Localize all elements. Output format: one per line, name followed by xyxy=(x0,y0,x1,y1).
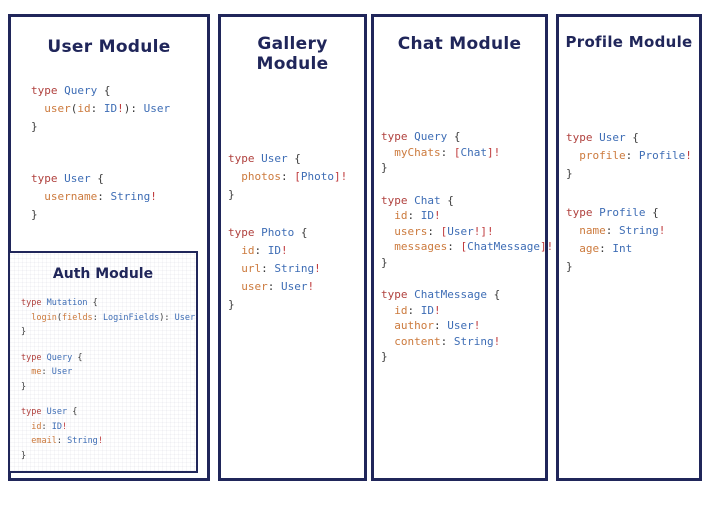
code-line: url: String! xyxy=(241,262,321,275)
code-block: type Profile { name: String! age: Int} xyxy=(566,204,699,276)
code-block: type Photo { id: ID! url: String! user: … xyxy=(228,224,364,314)
code-block: type User { username: String!} xyxy=(31,170,207,224)
user-module-title: User Module xyxy=(47,37,171,57)
code-line: type User { xyxy=(21,407,78,417)
code-line: me: User xyxy=(31,367,73,377)
code-block: type User { profile: Profile!} xyxy=(566,129,699,183)
auth-module-panel: Auth Module type Mutation { login(fields… xyxy=(8,251,198,473)
code-line: } xyxy=(566,260,573,273)
code-line: photos: [Photo]! xyxy=(241,170,348,183)
auth-module-title: Auth Module xyxy=(52,266,154,282)
code-line: } xyxy=(21,327,27,337)
code-line: users: [User!]! xyxy=(394,224,494,238)
code-line: type Query { xyxy=(21,352,83,363)
auth-module-code: type Mutation { login(fields: LoginField… xyxy=(21,296,196,463)
code-line: id: ID! xyxy=(241,244,288,257)
code-line: } xyxy=(228,188,235,201)
code-line: type Query { xyxy=(381,130,461,143)
code-line: messages: [ChatMessage]! xyxy=(394,240,554,253)
gallery-module-panel: Gallery Module type User { photos: [Phot… xyxy=(218,14,367,481)
code-line: myChats: [Chat]! xyxy=(394,145,501,159)
chat-module-panel: Chat Module type Query { myChats: [Chat]… xyxy=(371,14,554,481)
code-line: type ChatMessage { xyxy=(381,288,501,301)
code-block: type Query { me: User} xyxy=(21,351,196,395)
code-line: } xyxy=(31,120,38,133)
code-line: } xyxy=(381,161,388,174)
code-line: type Profile { xyxy=(566,206,659,219)
code-line: } xyxy=(21,450,27,461)
code-line: email: String! xyxy=(31,436,103,446)
code-block: type Chat { id: ID! users: [User!]! mess… xyxy=(381,193,554,271)
code-block: type Mutation { login(fields: LoginField… xyxy=(21,296,196,340)
code-line: user(id: ID!): User xyxy=(44,102,171,115)
gallery-module-title: Gallery Module xyxy=(256,34,329,74)
code-line: username: String! xyxy=(44,190,157,203)
code-line: author: User! xyxy=(394,319,481,332)
profile-module-title: Profile Module xyxy=(565,33,693,51)
code-line: } xyxy=(228,298,235,311)
code-line: } xyxy=(21,381,27,392)
profile-module-code: type User { profile: Profile!}type Profi… xyxy=(566,129,699,276)
code-block: type Query { user(id: ID!): User} xyxy=(31,82,207,136)
code-line: profile: Profile! xyxy=(579,149,692,162)
code-line: } xyxy=(31,208,38,221)
chat-module-title: Chat Module xyxy=(397,34,522,54)
code-block: type User { photos: [Photo]!} xyxy=(228,150,364,204)
code-block: type ChatMessage { id: ID! author: User!… xyxy=(381,287,545,365)
code-line: type Mutation { xyxy=(21,298,98,308)
code-block: type User { id: ID! email: String!} xyxy=(21,405,196,463)
profile-module-panel: Profile Module type User { profile: Prof… xyxy=(556,14,702,481)
code-line: id: ID! xyxy=(394,209,441,222)
gallery-module-code: type User { photos: [Photo]!}type Photo … xyxy=(228,150,364,314)
code-line: } xyxy=(381,350,388,363)
user-module-panel: User Module type Query { user(id: ID!): … xyxy=(8,14,210,481)
code-line: content: String! xyxy=(394,334,501,348)
code-line: } xyxy=(381,255,388,269)
chat-module-code: type Query { myChats: [Chat]!}type Chat … xyxy=(381,129,554,365)
code-line: user: User! xyxy=(241,280,315,293)
user-module-code: type Query { user(id: ID!): User}type Us… xyxy=(31,82,207,224)
code-line: id: ID! xyxy=(31,421,68,432)
code-line: type Query { xyxy=(31,84,111,97)
code-block: type Query { myChats: [Chat]!} xyxy=(381,129,545,176)
code-line: age: Int xyxy=(579,242,633,255)
code-line: id: ID! xyxy=(394,303,441,317)
code-line: type User { xyxy=(228,152,301,165)
code-line: type User { xyxy=(566,131,639,144)
code-line: type Photo { xyxy=(228,226,308,239)
code-line: name: String! xyxy=(579,224,666,237)
code-line: login(fields: LoginFields): User xyxy=(31,312,196,323)
code-line: type User { xyxy=(31,172,104,185)
code-line: type Chat { xyxy=(381,193,454,207)
code-line: } xyxy=(566,167,573,180)
